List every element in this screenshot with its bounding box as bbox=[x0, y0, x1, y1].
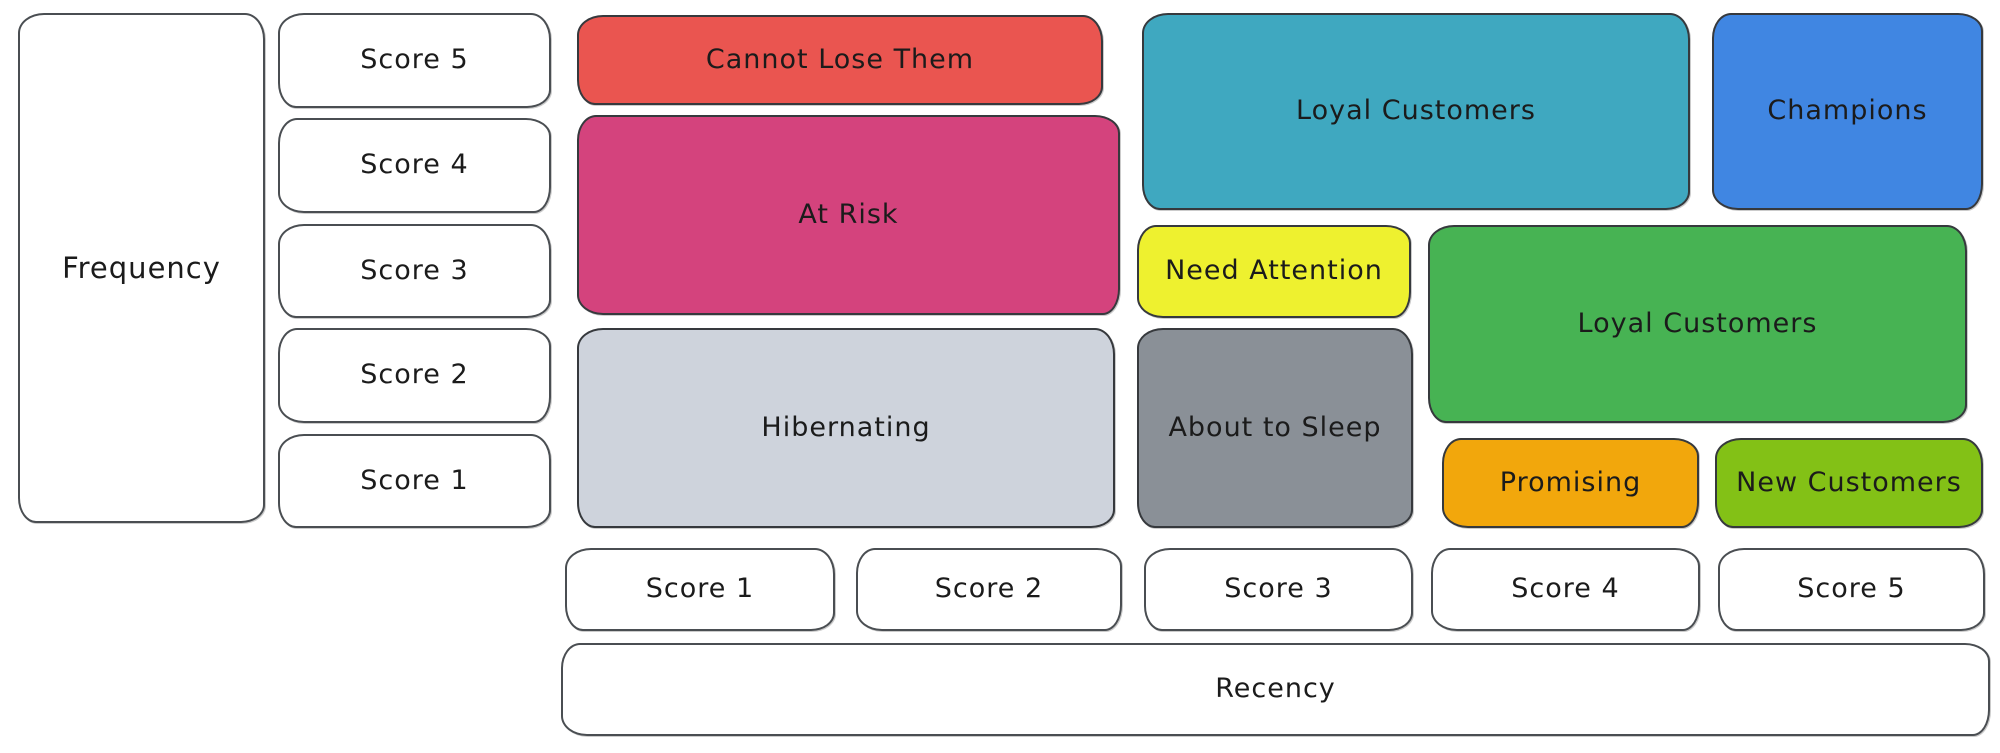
recency-score-5-label: Score 5 bbox=[1797, 573, 1906, 605]
segment-loyal-customers-top-label: Loyal Customers bbox=[1296, 95, 1536, 127]
segment-loyal-customers-mid-label: Loyal Customers bbox=[1577, 307, 1818, 339]
frequency-score-4-box: Score 4 bbox=[278, 118, 551, 213]
frequency-score-5-label: Score 5 bbox=[360, 44, 469, 76]
segment-about-to-sleep-label: About to Sleep bbox=[1168, 411, 1382, 443]
segment-hibernating: Hibernating bbox=[577, 328, 1115, 528]
segment-about-to-sleep: About to Sleep bbox=[1137, 328, 1413, 528]
frequency-score-1-box: Score 1 bbox=[278, 434, 551, 528]
recency-score-1-box: Score 1 bbox=[565, 548, 835, 631]
recency-score-2-label: Score 2 bbox=[934, 573, 1044, 605]
recency-score-2-box: Score 2 bbox=[856, 548, 1122, 631]
frequency-score-2-label: Score 2 bbox=[360, 359, 469, 391]
recency-score-1-label: Score 1 bbox=[645, 573, 755, 605]
segment-loyal-customers-mid: Loyal Customers bbox=[1428, 225, 1967, 423]
frequency-score-3-box: Score 3 bbox=[278, 224, 551, 318]
frequency-axis-box: Frequency bbox=[18, 13, 265, 523]
frequency-score-3-label: Score 3 bbox=[360, 254, 469, 286]
segment-need-attention: Need Attention bbox=[1137, 225, 1411, 318]
segment-at-risk: At Risk bbox=[577, 115, 1120, 315]
frequency-score-5-box: Score 5 bbox=[278, 13, 551, 108]
frequency-score-2-box: Score 2 bbox=[278, 328, 551, 423]
segment-new-customers: New Customers bbox=[1715, 438, 1983, 528]
recency-score-3-label: Score 3 bbox=[1224, 573, 1333, 605]
segment-new-customers-label: New Customers bbox=[1736, 466, 1962, 498]
segment-hibernating-label: Hibernating bbox=[761, 411, 931, 443]
recency-axis-label: Recency bbox=[1215, 673, 1336, 705]
segment-cannot-lose-them: Cannot Lose Them bbox=[577, 15, 1103, 105]
segment-champions-label: Champions bbox=[1767, 95, 1928, 127]
recency-score-4-box: Score 4 bbox=[1431, 548, 1700, 631]
segment-at-risk-label: At Risk bbox=[798, 198, 899, 230]
segment-champions: Champions bbox=[1712, 13, 1983, 210]
segment-promising: Promising bbox=[1442, 438, 1699, 528]
segment-need-attention-label: Need Attention bbox=[1165, 255, 1383, 287]
recency-score-4-label: Score 4 bbox=[1511, 573, 1620, 605]
frequency-score-4-label: Score 4 bbox=[360, 149, 469, 181]
segment-promising-label: Promising bbox=[1499, 466, 1642, 498]
recency-score-3-box: Score 3 bbox=[1144, 548, 1413, 631]
recency-axis-box: Recency bbox=[561, 643, 1990, 736]
frequency-axis-label: Frequency bbox=[62, 250, 221, 285]
segment-loyal-customers-top: Loyal Customers bbox=[1142, 13, 1690, 210]
recency-score-5-box: Score 5 bbox=[1718, 548, 1985, 631]
frequency-score-1-label: Score 1 bbox=[360, 464, 469, 496]
segment-cannot-lose-them-label: Cannot Lose Them bbox=[705, 43, 975, 75]
